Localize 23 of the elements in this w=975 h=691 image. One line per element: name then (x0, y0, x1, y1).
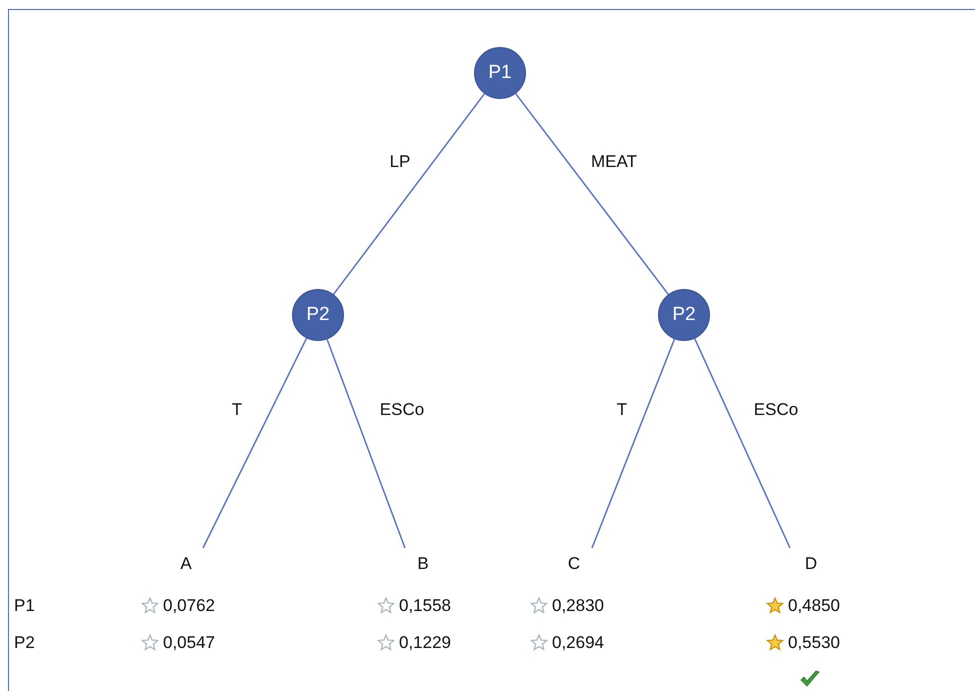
tree-branch-line (591, 338, 676, 548)
row-label: P2 (14, 633, 35, 653)
tree-branch-line (326, 339, 406, 548)
row-label: P1 (14, 596, 35, 616)
outcome-label: B (403, 550, 443, 574)
score-value: 0,0547 (163, 633, 215, 653)
tree-branch-line (202, 338, 308, 548)
score-value: 0,4850 (788, 596, 840, 616)
outcome-label: A (166, 550, 206, 574)
decision-node-circle: P2 (292, 289, 344, 341)
score-value: 0,0762 (163, 596, 215, 616)
score-value: 0,1229 (399, 633, 451, 653)
score-value: 0,2694 (552, 633, 604, 653)
decision-node-circle: P1 (474, 47, 526, 99)
tree-branch-line (694, 338, 791, 548)
tree-branch-line (333, 93, 485, 295)
outcome-label: C (554, 550, 594, 574)
score-value: 0,2830 (552, 596, 604, 616)
score-value: 0,5530 (788, 633, 840, 653)
tree-branch-line (515, 93, 669, 295)
score-value: 0,1558 (399, 596, 451, 616)
outcome-label: D (791, 550, 831, 574)
decision-node-circle: P2 (658, 289, 710, 341)
